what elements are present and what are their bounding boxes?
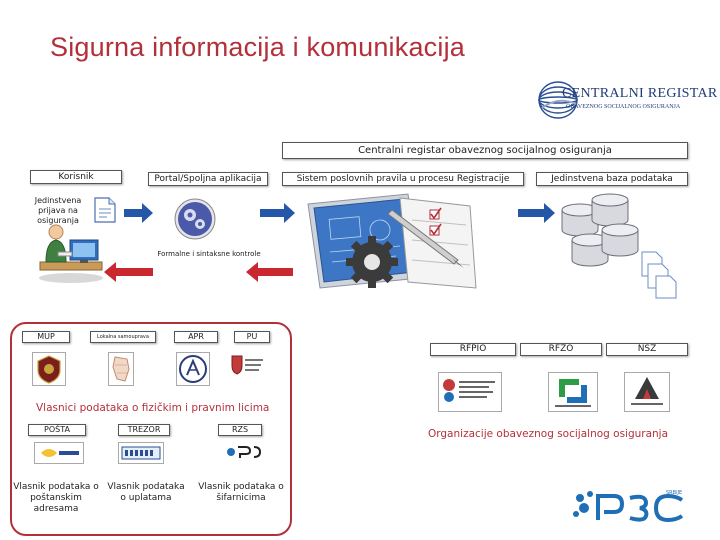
rzs-description-line-2: šifarnicima bbox=[216, 493, 266, 503]
owners-caption: Vlasnici podataka o fizičkim i pravnim l… bbox=[36, 402, 270, 414]
database-icon bbox=[561, 193, 677, 299]
user-computer-icon bbox=[39, 224, 103, 283]
organizations-caption: Organizacije obaveznog socijalnog osigur… bbox=[428, 428, 669, 440]
column-baza: Jedinstvena baza podataka bbox=[536, 172, 688, 186]
owner-tag-posta: POŠTA bbox=[28, 424, 86, 436]
arrow-right-3-icon bbox=[518, 203, 555, 223]
system-header: Centralni registar obaveznog socijalnog … bbox=[282, 142, 688, 159]
jedinstvena-prijava-label: Jedinstvena prijava na osiguranja bbox=[30, 196, 86, 226]
map-icon bbox=[112, 356, 130, 382]
rzs-emblem-icon bbox=[227, 446, 262, 458]
owner-tag-pu: PU bbox=[234, 331, 270, 343]
jedinstvena-prijava-line-3: osiguranja bbox=[37, 216, 79, 225]
posta-description: Vlasnik podataka o poštanskim adresama bbox=[10, 482, 102, 515]
document-icon bbox=[94, 197, 116, 223]
seal-icon bbox=[37, 355, 61, 384]
centralni-registar-logo: CENTRALNI REGISTAR OBAVEZNOG SOCIJALNOG … bbox=[536, 78, 718, 122]
pu-emblem-icon bbox=[231, 355, 263, 375]
owner-tag-trezor: TREZOR bbox=[118, 424, 170, 436]
nsz-emblem-icon bbox=[631, 377, 663, 405]
rzs-description: Vlasnik podataka o šifarnicima bbox=[194, 482, 288, 504]
posta-description-line-3: adresama bbox=[33, 504, 79, 514]
owners-group bbox=[10, 322, 292, 536]
slide-title: Sigurna informacija i komunikacija bbox=[50, 32, 465, 62]
rfzo-emblem-icon bbox=[555, 379, 591, 407]
rfpio-emblem-icon bbox=[443, 379, 495, 402]
trezor-logo bbox=[118, 442, 164, 464]
column-pravila: Sistem poslovnih pravila u procesu Regis… bbox=[282, 172, 524, 186]
org-tag-nsz: NSZ bbox=[606, 343, 688, 356]
pen-icon bbox=[387, 209, 459, 265]
checkbox-icon bbox=[429, 207, 442, 236]
arrow-left-2-icon bbox=[246, 262, 293, 282]
p3c-logo-icon bbox=[573, 491, 684, 523]
owner-tag-rzs: RZS bbox=[218, 424, 262, 436]
globe-logo-icon bbox=[538, 81, 578, 119]
posta-description-line-2: poštanskim bbox=[30, 493, 82, 503]
trezor-description: Vlasnik podataka o uplatama bbox=[102, 482, 190, 504]
brand-logo: SRBIJE bbox=[570, 486, 700, 526]
logo-subtitle: OBAVEZNOG SOCIJALNOG OSIGURANJA bbox=[566, 104, 681, 110]
posta-logo bbox=[34, 442, 84, 464]
lokalna-samouprava-logo bbox=[108, 352, 134, 386]
logo-name: CENTRALNI REGISTAR bbox=[562, 86, 718, 101]
org-tag-rfzo: RFZO bbox=[520, 343, 602, 356]
brand-sub: SRBIJE bbox=[666, 490, 683, 496]
arrow-right-2-icon bbox=[260, 203, 295, 223]
posta-emblem-icon bbox=[41, 449, 79, 457]
owner-tag-mup: MUP bbox=[22, 331, 70, 343]
owner-tag-lokalna: Lokalna samouprava bbox=[90, 331, 156, 343]
jedinstvena-prijava-line-2: prijava na bbox=[38, 206, 78, 215]
org-tag-rfpio: RFPIO bbox=[430, 343, 516, 356]
owner-tag-apr: APR bbox=[174, 331, 218, 343]
rzs-description-line-1: Vlasnik podataka o bbox=[198, 482, 284, 492]
blueprint-icon bbox=[307, 193, 477, 289]
rzs-logo bbox=[224, 442, 264, 464]
trezor-description-line-2: o uplatama bbox=[120, 493, 172, 503]
column-portal: Portal/Spoljna aplikacija bbox=[148, 172, 268, 186]
posta-description-line-1: Vlasnik podataka o bbox=[13, 482, 99, 492]
nsz-logo bbox=[624, 372, 670, 412]
gear-icon bbox=[346, 236, 398, 288]
apr-logo bbox=[176, 352, 210, 386]
gears-icon bbox=[174, 198, 216, 240]
rfzo-logo bbox=[548, 372, 598, 412]
pu-logo bbox=[226, 352, 266, 382]
mup-logo bbox=[32, 352, 66, 386]
jedinstvena-prijava-line-1: Jedinstvena bbox=[34, 196, 82, 205]
rfpio-logo bbox=[438, 372, 502, 412]
arrow-right-1-icon bbox=[124, 203, 153, 223]
column-korisnik: Korisnik bbox=[30, 170, 122, 184]
arrow-left-1-icon bbox=[104, 262, 153, 282]
trezor-emblem-icon bbox=[121, 446, 161, 460]
apr-emblem-icon bbox=[179, 355, 207, 383]
kontrole-label: Formalne i sintaksne kontrole bbox=[157, 250, 261, 258]
trezor-description-line-1: Vlasnik podataka bbox=[107, 482, 185, 492]
